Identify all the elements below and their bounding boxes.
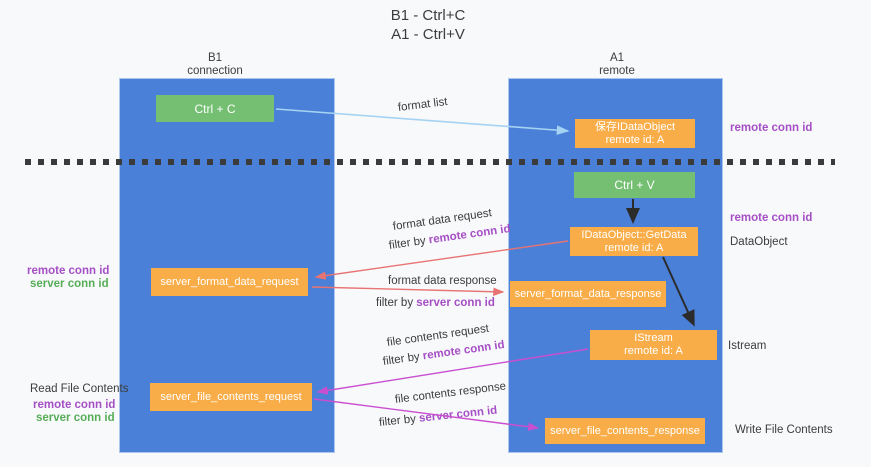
column-a1-role: remote — [599, 65, 635, 77]
filter-prefix: filter by — [376, 297, 417, 309]
server-format-data-request-label: server_format_data_request — [160, 275, 299, 288]
filter-id: remote conn id — [428, 222, 512, 247]
filter-id: server conn id — [416, 297, 495, 309]
server-format-data-response-box: server_format_data_response — [510, 281, 666, 307]
server-file-contents-request-label: server_file_contents_request — [160, 390, 302, 403]
idataobject-getdata-box: IDataObject::GetData remote id: A — [570, 227, 698, 256]
column-b1-role: connection — [187, 65, 243, 77]
ctrl-c-box: Ctrl + C — [156, 95, 274, 122]
server-file-contents-request-box: server_file_contents_request — [150, 383, 312, 411]
column-a1-name: A1 — [609, 52, 625, 64]
diagram-title: B1 - Ctrl+C A1 - Ctrl+V — [278, 6, 578, 44]
save-idataobject-line1: 保存IDataObject — [594, 120, 676, 133]
istream-box: IStream remote id: A — [590, 330, 717, 360]
filter-prefix: filter by — [382, 350, 424, 368]
write-file-contents-label: Write File Contents — [735, 424, 833, 436]
filter-id: remote conn id — [422, 338, 506, 363]
ctrl-v-label: Ctrl + V — [614, 178, 655, 192]
istream-line2: remote id: A — [624, 345, 683, 357]
column-b1-name: B1 — [207, 52, 223, 64]
server-file-contents-response-box: server_file_contents_response — [545, 418, 705, 444]
getdata-line1: IDataObject::GetData — [581, 228, 687, 241]
dataobject-label: DataObject — [730, 236, 788, 248]
left-remote-conn-id-label: remote conn id — [27, 265, 110, 277]
left-server-conn-id-label: server conn id — [30, 278, 109, 290]
column-header-a1: A1 remote — [537, 52, 697, 78]
getdata-line2: remote id: A — [604, 241, 664, 254]
ctrl-v-box: Ctrl + V — [574, 172, 695, 198]
filter-by-server-conn-id-label-2: filter by server conn id — [378, 405, 497, 429]
istream-side-label: Istream — [728, 340, 767, 352]
filter-prefix: filter by — [388, 234, 430, 252]
save-idataobject-box: 保存IDataObject remote id: A — [575, 119, 695, 148]
read-file-contents-label: Read File Contents — [30, 383, 129, 395]
filter-by-server-conn-id-label-1: filter by server conn id — [376, 297, 495, 309]
ctrl-c-label: Ctrl + C — [194, 101, 236, 116]
remote-conn-id-label-top: remote conn id — [730, 122, 813, 134]
filter-id: server conn id — [418, 404, 498, 425]
istream-line1: IStream — [634, 332, 673, 344]
left-bottom-server-conn-id-label: server conn id — [36, 412, 115, 424]
column-header-b1: B1 connection — [135, 52, 295, 78]
server-format-data-request-box: server_format_data_request — [151, 268, 308, 296]
title-line-1: B1 - Ctrl+C — [390, 7, 466, 24]
filter-prefix: filter by — [378, 412, 420, 429]
server-file-contents-response-label: server_file_contents_response — [550, 424, 700, 437]
file-contents-response-label: file contents response — [394, 380, 507, 406]
left-bottom-remote-conn-id-label: remote conn id — [33, 399, 116, 411]
format-list-label: format list — [397, 95, 449, 114]
server-format-data-response-label: server_format_data_response — [514, 287, 662, 300]
format-data-response-label: format data response — [388, 275, 497, 287]
remote-conn-id-label-mid: remote conn id — [730, 212, 813, 224]
title-line-2: A1 - Ctrl+V — [391, 26, 465, 43]
format-data-response-arrow — [311, 286, 505, 296]
save-idataobject-line2: remote id: A — [605, 133, 665, 146]
